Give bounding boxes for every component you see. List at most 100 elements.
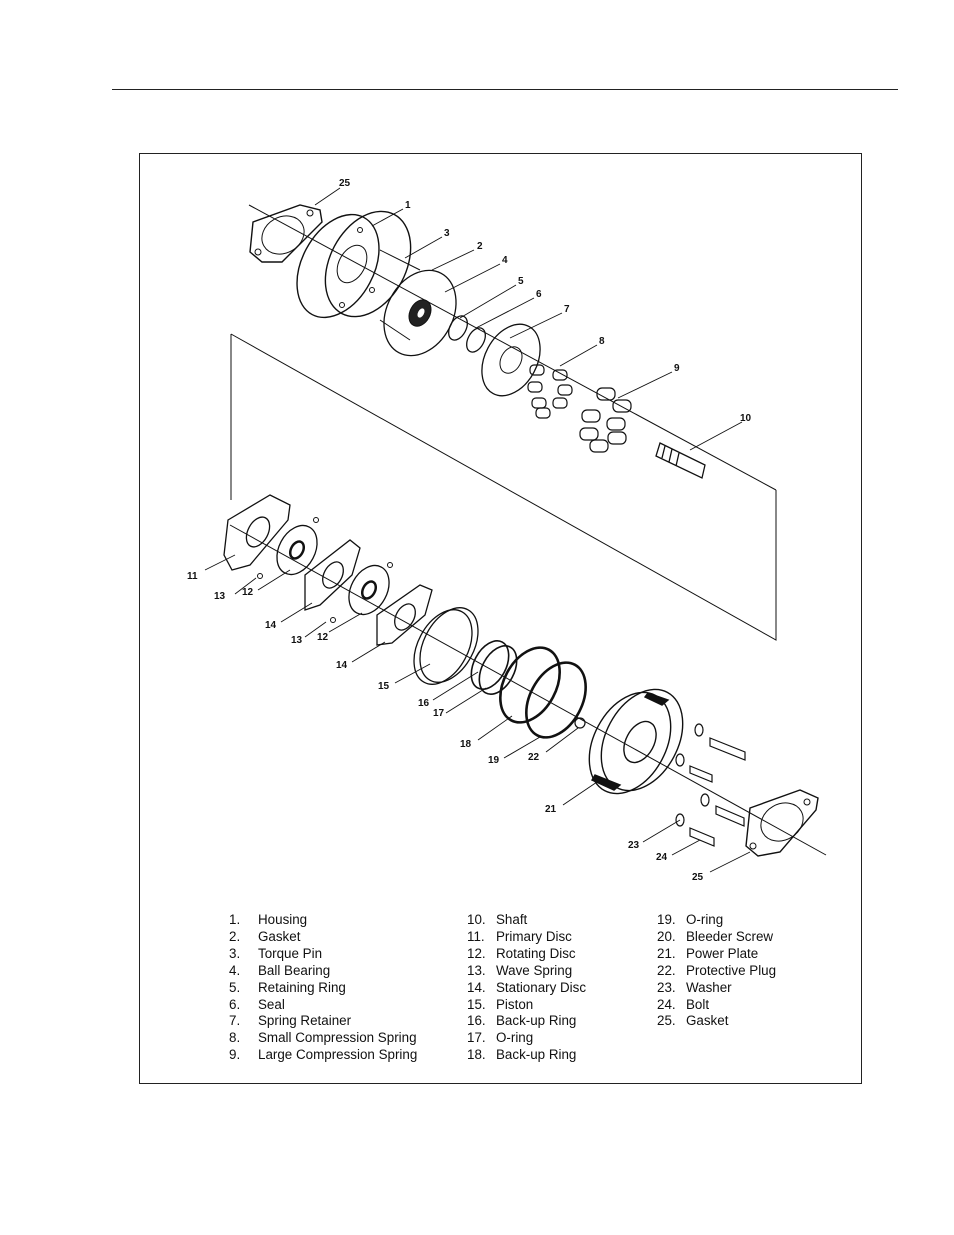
callout-7: 7: [564, 304, 570, 315]
callout-9: 9: [674, 363, 680, 374]
seal: [466, 327, 486, 353]
legend-label: Seal: [258, 996, 285, 1012]
callout-2: 2: [477, 241, 483, 252]
housing: [296, 210, 412, 319]
callout-4: 4: [502, 255, 508, 266]
wave-spring-2: [387, 562, 393, 568]
legend-number: 10.: [467, 912, 486, 927]
legend-label: Stationary Disc: [496, 979, 587, 995]
legend-label: Power Plate: [686, 945, 759, 961]
o-ring-19: [525, 661, 587, 739]
legend-item: 18.Back-up Ring: [467, 1047, 586, 1064]
legend-number: 25.: [657, 1013, 676, 1029]
legend-label: Piston: [496, 996, 534, 1012]
legend-number: 12.: [467, 945, 486, 961]
legend-item: 23.Washer: [657, 980, 776, 997]
legend-label: O-ring: [496, 1030, 534, 1046]
legend-item: 3. Torque Pin: [229, 946, 417, 963]
legend-number: 9.: [229, 1047, 241, 1063]
callout-11: 11: [187, 571, 198, 582]
legend-number: 11.: [467, 928, 485, 944]
legend-item: 22. Protective Plug: [657, 963, 776, 980]
stationary-disc-2: [376, 584, 433, 646]
wave-spring-2b: [330, 617, 336, 623]
legend-number: 20.: [657, 928, 676, 944]
callout-24: 24: [656, 852, 668, 863]
callout-21: 21: [545, 804, 557, 815]
legend-item: 13.Wave Spring: [467, 963, 586, 980]
leader-lines: [204, 187, 751, 873]
legend-number: 3.: [229, 945, 241, 961]
gasket-top: [249, 204, 323, 263]
legend-number: 4.: [229, 962, 241, 978]
callout-14a: 14: [265, 620, 277, 631]
legend-item: 9. Large Compression Spring: [229, 1047, 417, 1064]
legend-label: Bleeder Screw: [686, 928, 774, 944]
legend-item: 24.Bolt: [657, 997, 776, 1014]
legend-label: Large Compression Spring: [258, 1047, 418, 1063]
legend-item: 5.Retaining Ring: [229, 980, 417, 997]
legend-item: 1.Housing: [229, 912, 417, 929]
callout-8: 8: [599, 336, 605, 347]
figure-frame: [139, 153, 862, 1084]
callout-6: 6: [536, 289, 542, 300]
legend-label: O-ring: [686, 912, 724, 927]
rotating-disc-1: [276, 524, 318, 576]
legend-number: 2.: [229, 928, 241, 944]
callout-25-bottom: 25: [692, 872, 704, 883]
legend-number: 1.: [229, 912, 241, 927]
legend-item: 2. Gasket: [229, 929, 417, 946]
spring-retainer: [481, 323, 541, 397]
legend-column-1: 1.Housing 2. Gasket 3. Torque Pin 4. Ball B…: [229, 912, 417, 1064]
upper-axis-line: [248, 204, 777, 491]
legend-number: 14.: [467, 979, 486, 995]
legend-label: Primary Disc: [496, 928, 572, 944]
large-springs: [579, 387, 632, 453]
legend-number: 24.: [657, 996, 676, 1012]
small-springs: [527, 364, 573, 419]
legend-label: Small Compression Spring: [258, 1030, 417, 1046]
legend-item: 10.Shaft: [467, 912, 586, 929]
wave-spring-1: [313, 517, 319, 523]
legend-number: 22.: [657, 962, 676, 978]
legend-item: 11. Primary Disc: [467, 929, 586, 946]
lower-axis-line: [229, 524, 827, 856]
legend-number: 19.: [657, 912, 676, 927]
primary-disc: [223, 494, 291, 571]
callout-22: 22: [528, 752, 540, 763]
legend-label: Retaining Ring: [258, 979, 346, 995]
callout-15: 15: [378, 681, 390, 692]
legend-number: 16.: [467, 1013, 486, 1029]
legend-label: Wave Spring: [496, 962, 573, 978]
legend-item: 15.Piston: [467, 997, 586, 1014]
legend-item: 14. Stationary Disc: [467, 980, 586, 997]
legend-item: 6. Seal: [229, 997, 417, 1014]
legend-label: Back-up Ring: [496, 1013, 577, 1029]
callout-5: 5: [518, 276, 524, 287]
callout-19: 19: [488, 755, 500, 766]
legend-label: Protective Plug: [686, 962, 777, 978]
legend-label: Torque Pin: [258, 945, 323, 961]
callout-13a: 13: [214, 591, 226, 602]
protective-plug: [574, 717, 586, 729]
legend-number: 21.: [657, 945, 676, 961]
legend-label: Back-up Ring: [496, 1047, 577, 1063]
callout-3: 3: [444, 228, 450, 239]
legend-number: 8.: [229, 1030, 241, 1046]
legend-column-2: 10.Shaft 11.Primary Disc 12.Rotating Dis…: [467, 912, 586, 1064]
gasket-bottom: [745, 789, 819, 857]
callout-12a: 12: [242, 587, 254, 598]
back-up-ring-18: [499, 646, 561, 724]
legend-number: 6.: [229, 996, 241, 1012]
shaft: [655, 442, 706, 479]
legend-label: Gasket: [258, 928, 301, 944]
piston: [413, 607, 479, 685]
legend-label: Gasket: [686, 1013, 729, 1029]
callout-25-top: 25: [339, 178, 351, 189]
connector-line-right: [230, 333, 777, 641]
callout-16: 16: [418, 698, 430, 709]
callout-1: 1: [405, 200, 411, 211]
legend-label: Spring Retainer: [258, 1013, 352, 1029]
legend-label: Ball Bearing: [258, 962, 331, 978]
